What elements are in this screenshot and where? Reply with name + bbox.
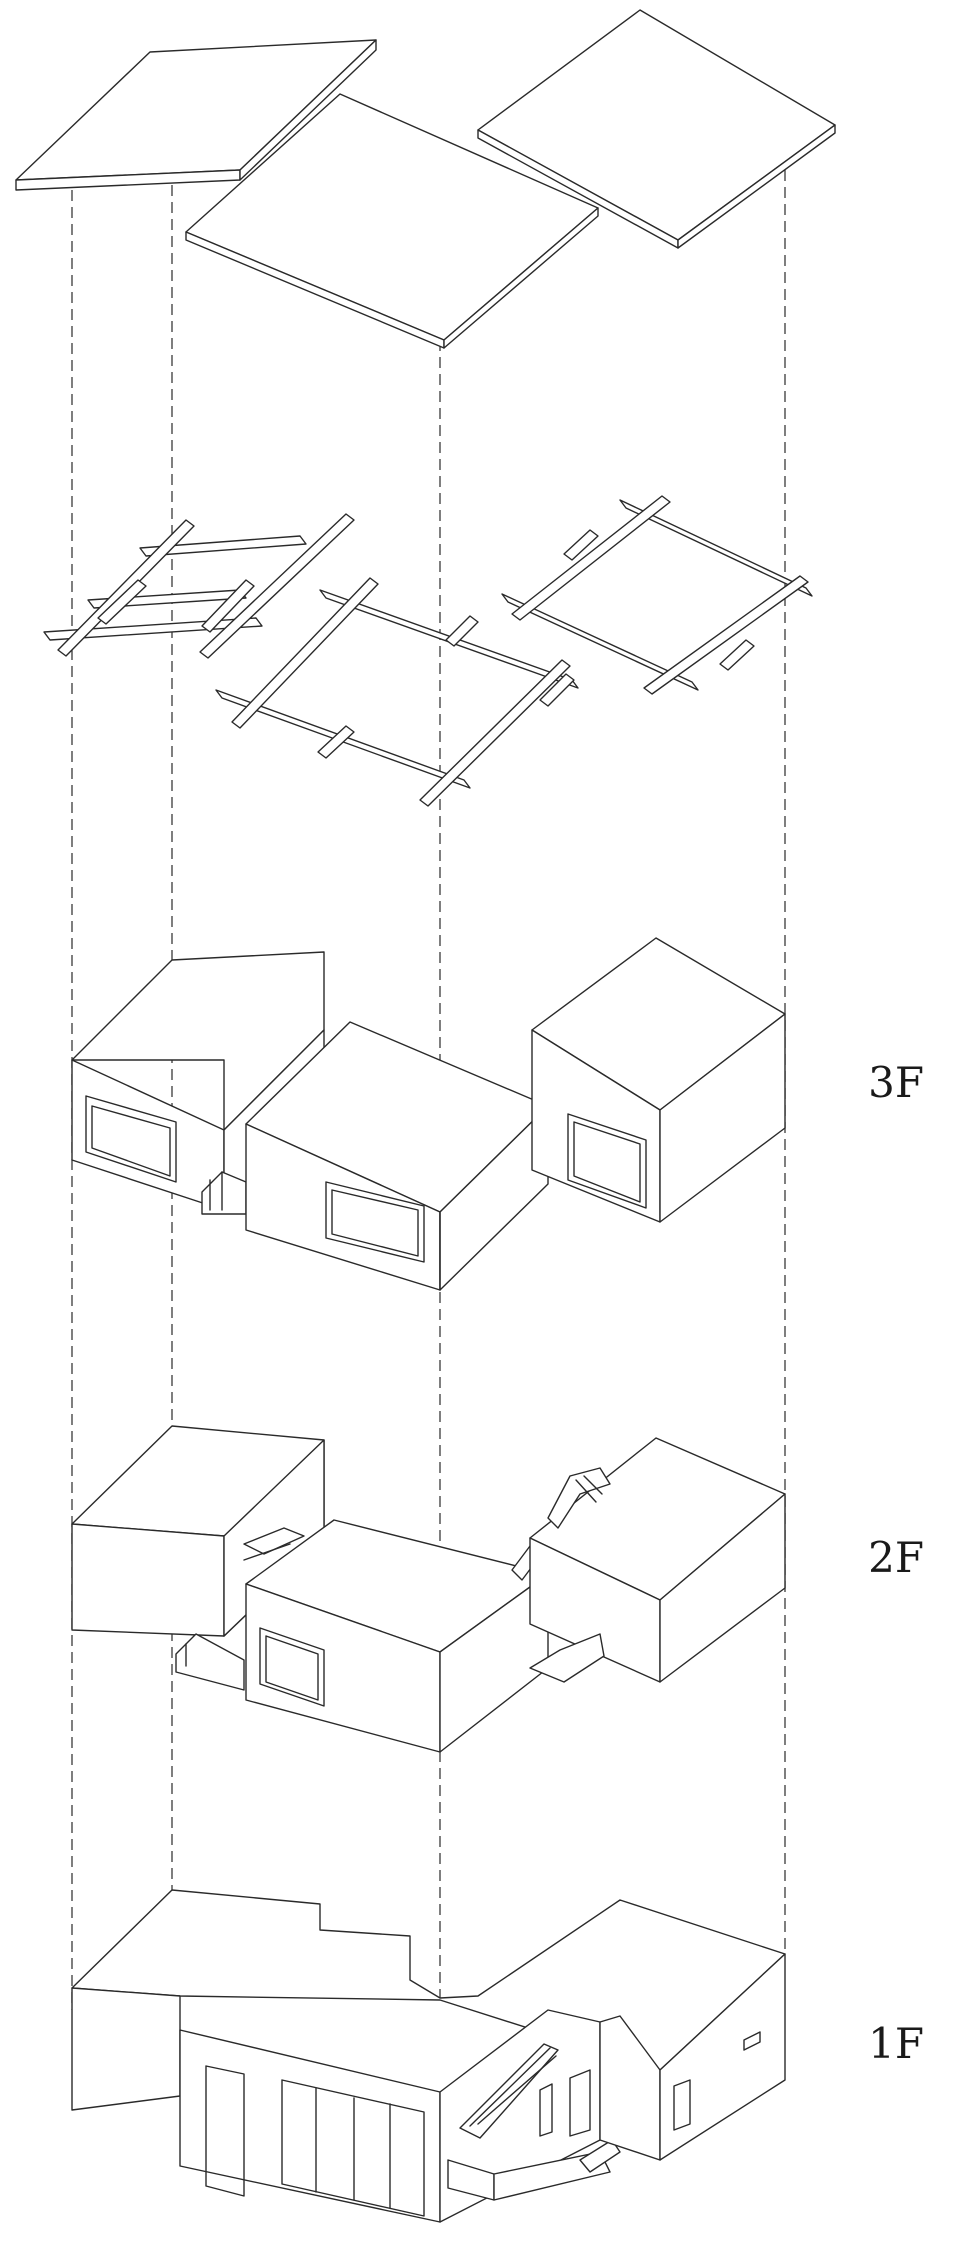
floor-3f-volumes (71, 937, 786, 1291)
floor-label-2f: 2F (868, 1533, 924, 1582)
beam-frame-right (501, 495, 813, 695)
beam-frames (43, 495, 813, 807)
floor-2f-volumes (71, 1425, 786, 1753)
beam-frame-left (43, 513, 355, 659)
roof-slabs (15, 9, 836, 349)
beam-frame-middle (215, 577, 579, 807)
floor-label-1f: 1F (868, 2019, 924, 2068)
floor-label-3f: 3F (868, 1058, 924, 1107)
floor-1f-volumes (71, 1889, 786, 2223)
